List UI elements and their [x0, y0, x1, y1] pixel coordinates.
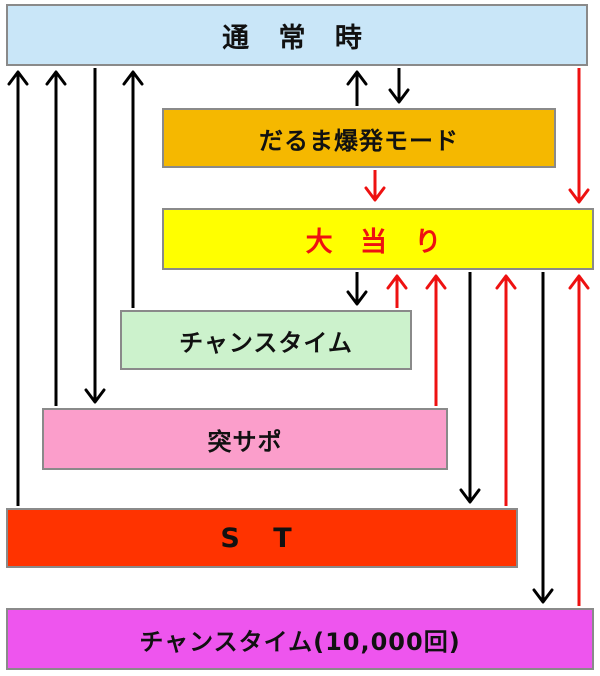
- arrow-head: [532, 588, 554, 604]
- node-normal: 通 常 時: [6, 4, 588, 66]
- arrow-normal-to-bonus: [568, 68, 590, 204]
- arrow-head: [122, 70, 144, 86]
- arrow-head: [388, 88, 410, 104]
- arrow-normal-to-daruma: [388, 68, 410, 104]
- node-bonus-label: 大 当 り: [305, 226, 451, 258]
- arrow-head: [45, 70, 67, 86]
- node-big-bonus: 大 当 り: [162, 208, 594, 270]
- arrow-head: [425, 274, 447, 290]
- node-chance-time-10000: チャンスタイム(10,000回): [6, 608, 594, 670]
- arrow-totsu-to-normal: [45, 70, 67, 406]
- node-totsu-support: 突サポ: [42, 408, 448, 470]
- arrow-head: [346, 290, 368, 306]
- node-daruma-label: だるま爆発モード: [259, 126, 459, 155]
- arrow-st-to-bonus: [495, 274, 517, 506]
- node-chance-time: チャンスタイム: [120, 310, 412, 370]
- arrow-chance-to-bonus: [386, 274, 408, 308]
- arrow-head: [7, 70, 29, 86]
- arrow-head: [346, 70, 368, 86]
- arrow-totsu-to-bonus: [425, 274, 447, 406]
- arrow-head: [386, 274, 408, 290]
- arrow-head: [568, 188, 590, 204]
- arrow-bonus-to-chance: [346, 272, 368, 306]
- arrow-daruma-to-normal: [346, 70, 368, 106]
- arrow-head: [84, 388, 106, 404]
- node-st: S T: [6, 508, 518, 568]
- arrow-head: [364, 186, 386, 202]
- arrow-bonus-to-st: [459, 272, 481, 504]
- node-totsu-label: 突サポ: [207, 427, 283, 456]
- node-chance10k-label: チャンスタイム(10,000回): [139, 627, 461, 656]
- arrow-normal-to-totsu: [84, 68, 106, 404]
- arrow-bonus-to-chance10k: [532, 272, 554, 604]
- arrow-chance10k-to-bonus: [568, 274, 590, 606]
- arrow-daruma-to-bonus: [364, 170, 386, 202]
- node-normal-label: 通 常 時: [222, 22, 372, 54]
- arrow-st-to-normal: [7, 70, 29, 506]
- node-chance-label: チャンスタイム: [179, 328, 353, 357]
- node-st-label: S T: [220, 522, 304, 554]
- arrow-head: [568, 274, 590, 290]
- arrow-chance-to-normal: [122, 70, 144, 308]
- arrow-head: [495, 274, 517, 290]
- arrow-head: [459, 488, 481, 504]
- node-daruma-explosion-mode: だるま爆発モード: [162, 108, 556, 168]
